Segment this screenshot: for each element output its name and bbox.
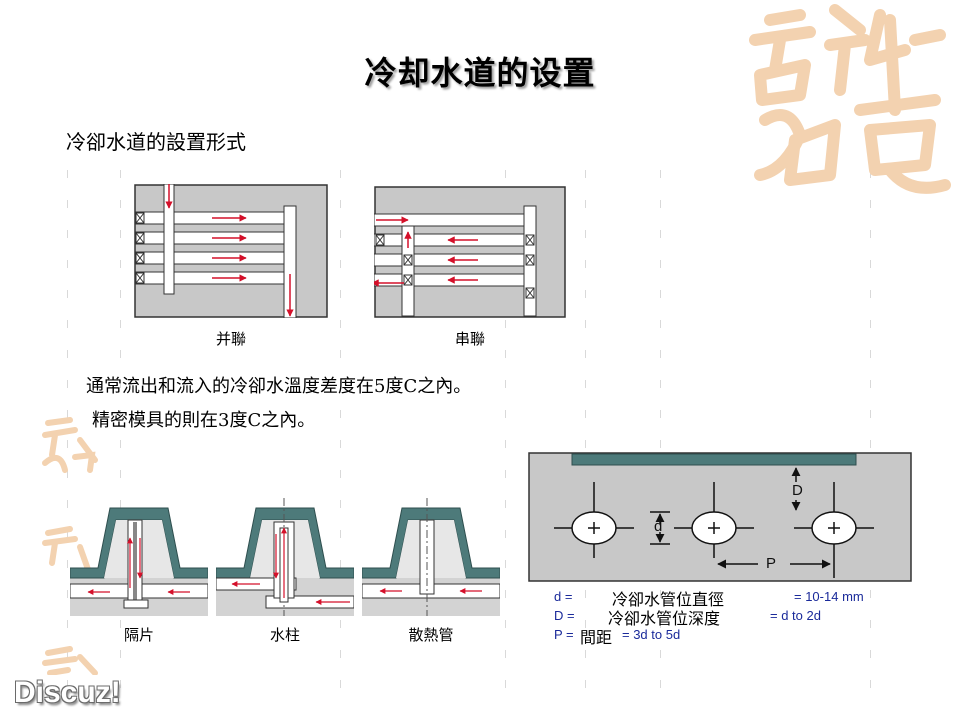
series-cooling-diagram	[374, 186, 566, 318]
baffle-diagram	[70, 507, 208, 616]
parallel-cooling-diagram	[134, 184, 328, 318]
legend-key: P =	[554, 627, 574, 642]
legend-row-d: d = 冷卻水管位直徑 = 10-14 mm	[554, 586, 894, 609]
label-P: P	[766, 555, 777, 572]
section-subtitle: 冷卻水道的設置形式	[66, 130, 246, 154]
temperature-note-2: 精密模具的則在3度C之內。	[92, 410, 316, 431]
bubbler-diagram	[216, 498, 354, 616]
legend-value: = d to 2d	[770, 608, 821, 623]
legend-row-D: D = 冷卻水管位深度 = d to 2d	[554, 605, 894, 628]
temperature-note-1: 通常流出和流入的冷卻水溫度差度在5度C之內。	[86, 376, 472, 397]
channel-spacing-diagram	[528, 452, 912, 582]
caption-baffle: 隔片	[123, 626, 154, 644]
calligraphy-decoration	[749, 4, 951, 194]
legend-desc: 冷卻水管位深度	[608, 611, 721, 628]
caption-series: 串聯	[454, 330, 485, 348]
legend-desc: 冷卻水管位直徑	[612, 592, 725, 609]
legend-row-P: P = 間距 = 3d to 5d	[554, 624, 894, 647]
label-d: d	[654, 518, 663, 535]
heat-pipe-diagram	[362, 498, 500, 616]
legend-value: = 3d to 5d	[622, 627, 681, 642]
caption-heat-pipe: 散熱管	[408, 626, 454, 644]
page-title: 冷却水道的设置	[364, 54, 596, 92]
discuz-watermark: Discuz!	[14, 676, 121, 709]
legend-key: D =	[554, 608, 575, 623]
caption-bubbler: 水柱	[269, 626, 300, 644]
legend-value: = 10-14 mm	[794, 589, 864, 604]
stamp-decoration	[42, 417, 98, 675]
label-D: D	[792, 482, 803, 499]
legend-desc: 間距	[580, 630, 613, 647]
legend-key: d =	[554, 589, 573, 604]
caption-parallel: 并聯	[215, 330, 246, 348]
